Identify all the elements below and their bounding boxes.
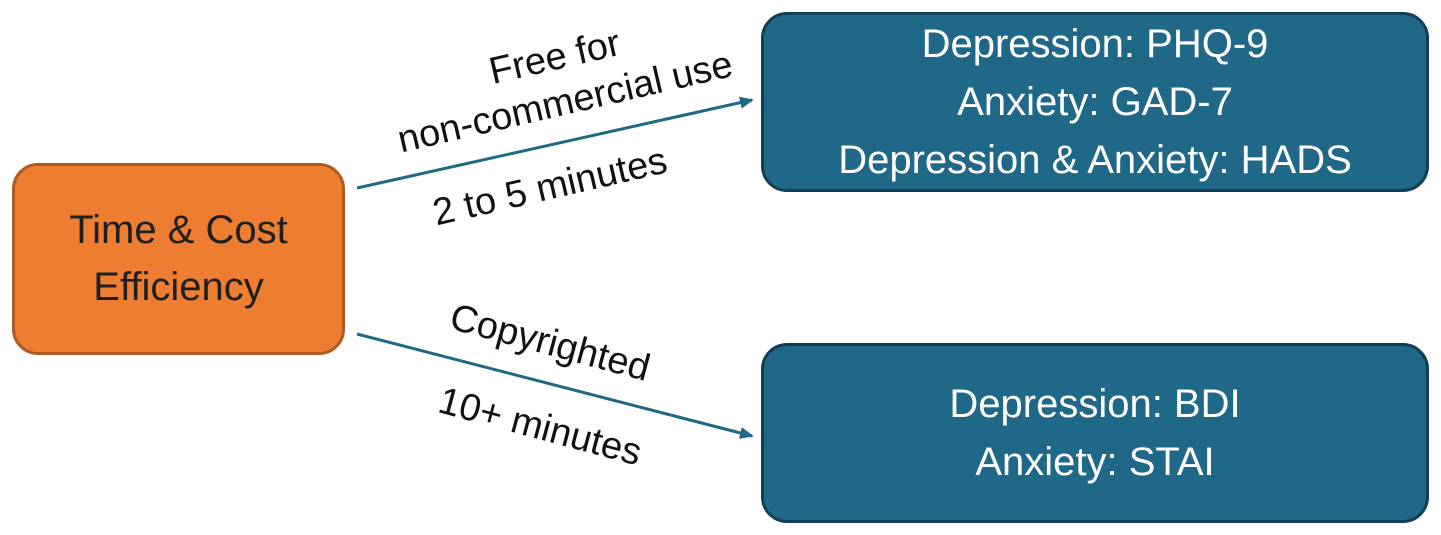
copyrighted-measures-box: Depression: BDI Anxiety: STAI [761,343,1429,523]
free-measures-box: Depression: PHQ-9 Anxiety: GAD-7 Depress… [761,12,1429,192]
arrow-to-copyrighted-measures [356,332,754,439]
time-cost-efficiency-box: Time & Cost Efficiency [12,163,345,355]
source-line-2: Efficiency [93,265,264,309]
measure-hads: Depression & Anxiety: HADS [838,138,1352,182]
measure-bdi: Depression: BDI [949,382,1241,426]
arrow-to-free-measures [356,96,754,190]
measure-stai: Anxiety: STAI [975,440,1215,484]
measure-gad7: Anxiety: GAD-7 [957,80,1233,124]
measure-phq9: Depression: PHQ-9 [921,22,1269,66]
source-line-1: Time & Cost [69,208,288,252]
